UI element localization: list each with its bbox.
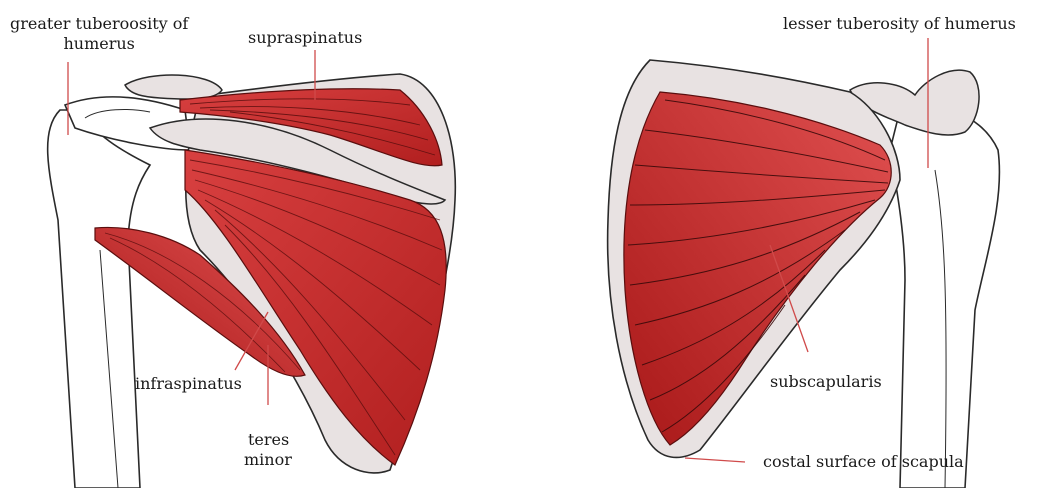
label-teres-minor-line1: teres — [248, 430, 292, 450]
label-greater-tuberosity: greater tuberoosity of humerus — [10, 14, 188, 54]
humerus-right — [890, 106, 999, 488]
label-supraspinatus: supraspinatus — [248, 28, 362, 48]
label-lesser-tuberosity: lesser tuberosity of humerus — [783, 14, 1016, 34]
acromion — [125, 75, 222, 99]
label-infraspinatus: infraspinatus — [135, 374, 242, 394]
label-costal-surface: costal surface of scapula — [763, 452, 964, 472]
pointer-costal-surface — [685, 458, 745, 462]
label-subscapularis: subscapularis — [770, 372, 882, 392]
subscapularis-muscle — [624, 92, 891, 445]
label-greater-tuberosity-line2: humerus — [10, 34, 188, 54]
anterior-view — [608, 38, 1000, 488]
label-greater-tuberosity-line1: greater tuberoosity of — [10, 14, 188, 34]
posterior-view — [48, 50, 456, 488]
label-teres-minor: teres minor — [248, 430, 292, 470]
humerus-left — [48, 110, 150, 488]
label-teres-minor-line2: minor — [244, 450, 292, 470]
